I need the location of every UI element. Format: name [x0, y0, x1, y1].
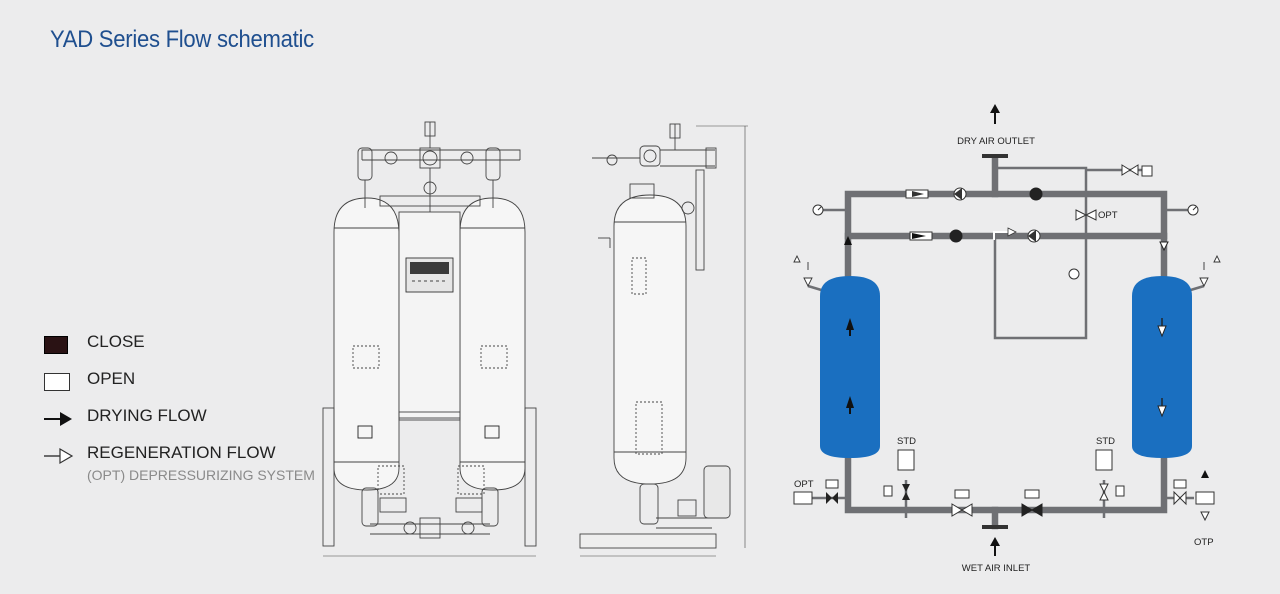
bottom-valve-right-icon: [1021, 489, 1043, 517]
legend-depressurizing-label: (OPT) DEPRESSURIZING SYSTEM: [87, 467, 315, 483]
gauge-left-icon: [812, 204, 824, 216]
open-swatch: [44, 373, 70, 391]
drain-valve-left-icon: [793, 479, 839, 505]
otp-label: OTP: [1194, 537, 1214, 548]
legend-close-label: CLOSE: [87, 332, 145, 351]
front-view-drawing: [322, 121, 537, 557]
regeneration-arrow-icon: [44, 447, 74, 465]
page-title: YAD Series Flow schematic: [50, 26, 314, 53]
inlet-arrow-icon: [990, 537, 1000, 556]
pipe-bottom: [844, 448, 1168, 514]
opt-label: OPT: [1098, 210, 1118, 221]
opt-left-label: OPT: [794, 479, 814, 490]
right-tower: [1132, 276, 1192, 458]
std-left-label: STD: [897, 436, 916, 447]
safety-valve-left-icon: [793, 254, 813, 288]
top-pipe-markers: [844, 187, 1169, 252]
inlet-flange: [982, 525, 1008, 529]
outlet-arrow-icon: [990, 104, 1000, 124]
legend-regeneration-label: REGENERATION FLOW: [87, 443, 276, 462]
opt-valve-icon: [1075, 209, 1097, 221]
left-tower: [820, 276, 880, 458]
flow-schematic: DRY AIR OUTLET WET AIR INLET OPT OPT STD…: [793, 104, 1221, 574]
std-right-label: STD: [1096, 436, 1115, 447]
std-valve-right-icon: [1095, 449, 1125, 501]
drain-valve-right-icon: [1173, 470, 1215, 522]
top-right-valve-icon: [1121, 164, 1153, 177]
pipe-top-upper: [844, 190, 1168, 294]
gauge-regen-icon: [1068, 268, 1080, 280]
bottom-valve-left-icon: [951, 489, 973, 517]
dry-air-outlet-label: DRY AIR OUTLET: [957, 136, 1035, 147]
gauge-right-icon: [1187, 204, 1199, 216]
safety-valve-right-icon: [1199, 254, 1221, 288]
close-swatch: [44, 336, 68, 354]
std-valve-left-icon: [883, 449, 915, 500]
legend-drying-label: DRYING FLOW: [87, 406, 207, 425]
outlet-flange: [982, 154, 1008, 158]
drying-arrow-icon: [44, 412, 72, 426]
pipe-regen-loop: [993, 166, 1088, 340]
wet-air-inlet-label: WET AIR INLET: [962, 563, 1031, 574]
legend-open-label: OPEN: [87, 369, 136, 388]
side-view-drawing: [579, 123, 748, 557]
